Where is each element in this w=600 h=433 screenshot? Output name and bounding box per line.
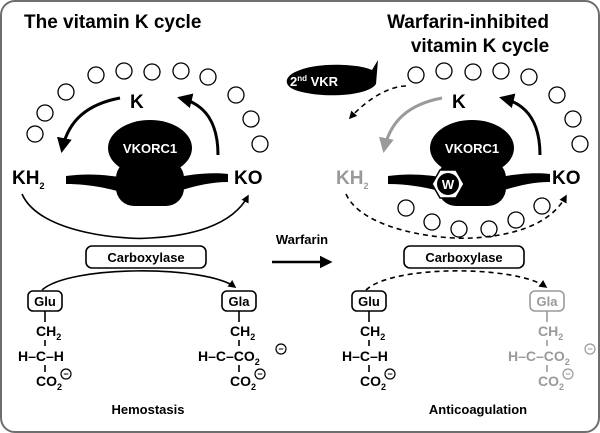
left-outcome-label: Hemostasis [112, 402, 185, 417]
left-glu-ch2: CH2 [36, 323, 61, 342]
vitamin-k-circle [251, 135, 269, 153]
vitamin-k-circle [36, 104, 54, 122]
second-vkr-arrow [348, 85, 407, 120]
vitamin-k-circle [564, 110, 582, 128]
left-ko-to-k-arrow [177, 93, 220, 156]
second-vkr-label: 2nd VKR [290, 74, 339, 89]
left-carboxylase-label: Carboxylase [107, 250, 184, 265]
right-k-label: K [452, 92, 466, 113]
right-k-to-kh2-arrow [379, 96, 443, 153]
vitamin-k-circle [423, 213, 441, 231]
left-vitamin-k-circles [26, 62, 269, 153]
right-outcome-label: Anticoagulation [429, 402, 527, 417]
left-glu-hch: H–C–H [18, 348, 64, 364]
vitamin-k-circle [520, 68, 538, 86]
warfarin-inhibitor-label: W [442, 177, 455, 192]
left-carboxylase-box [85, 245, 207, 269]
right-title-line1: Warfarin-inhibited [387, 12, 549, 33]
vitamin-k-circle [143, 63, 161, 81]
vitamin-k-circle [464, 63, 482, 81]
right-title-line2: vitamin K cycle [411, 36, 549, 57]
center-transition: Warfarin [272, 232, 333, 269]
right-vkorc1-label: VKORC1 [445, 141, 499, 156]
left-title: The vitamin K cycle [24, 12, 201, 33]
right-gla-ch2: CH2 [538, 323, 563, 342]
left-gla-co2: CO2 [230, 373, 256, 392]
vitamin-k-circle [115, 62, 133, 80]
right-glu-to-gla-arrow [365, 270, 548, 291]
left-vkorc1-enzyme [66, 120, 228, 206]
left-panel: The vitamin K cycle K VKORC1 KH2 KO [12, 12, 287, 417]
left-gla-ch2: CH2 [230, 323, 255, 342]
warfarin-inhibitor-circle [437, 173, 459, 195]
right-vkorc1-enzyme [388, 120, 550, 206]
right-gla-hcco2: H–C–CO2 [508, 348, 570, 367]
svg-text:−: − [587, 344, 592, 354]
vitamin-k-circle [571, 135, 589, 153]
svg-text:−: − [257, 369, 262, 379]
left-glu-to-gla-arrow [41, 270, 237, 291]
vitamin-k-circle [397, 199, 415, 217]
right-glu-co2: CO2 [360, 373, 386, 392]
vitamin-k-circle [450, 220, 468, 238]
right-glu-ch2: CH2 [360, 323, 385, 342]
left-glu-co2: CO2 [36, 373, 62, 392]
left-gla-label: Gla [229, 294, 251, 309]
vitamin-k-circle [533, 197, 551, 215]
vitamin-k-circle [548, 86, 566, 104]
right-gla-co2: CO2 [538, 373, 564, 392]
left-k-to-kh2-arrow [57, 96, 121, 153]
right-ko-label: KO [552, 168, 581, 189]
right-kh2-to-ko-arrow [345, 193, 567, 240]
right-kh2-label: KH2 [336, 168, 368, 191]
svg-text:−: − [565, 369, 570, 379]
vitamin-k-circle [57, 83, 75, 101]
warfarin-label: Warfarin [276, 232, 328, 247]
svg-text:−: − [278, 344, 283, 354]
right-carboxylase-label: Carboxylase [425, 250, 502, 265]
left-vkorc1-label: VKORC1 [123, 141, 177, 156]
left-glu-label: Glu [34, 294, 56, 309]
vitamin-k-circle [26, 125, 44, 143]
left-k-label: K [130, 92, 144, 113]
vitamin-k-circle [507, 211, 525, 229]
vitamin-k-circle [492, 62, 510, 80]
vitamin-k-circle [87, 66, 105, 84]
right-panel: Warfarin-inhibited vitamin K cycle 2nd V… [286, 12, 596, 417]
right-glu-label: Glu [358, 294, 380, 309]
left-gla-hcco2: H–C–CO2 [198, 348, 260, 367]
left-ko-label: KO [234, 168, 263, 189]
right-ko-to-k-arrow [499, 93, 542, 156]
right-glu-hch: H–C–H [342, 348, 388, 364]
vitamin-k-circle [172, 62, 190, 80]
left-kh2-label: KH2 [12, 168, 44, 191]
vitamin-k-circle [435, 62, 453, 80]
right-gla-label: Gla [537, 294, 559, 309]
right-carboxylase-box [403, 245, 525, 269]
vitamin-k-circle [407, 66, 425, 84]
svg-text:−: − [63, 369, 68, 379]
vitamin-k-circle [199, 68, 217, 86]
second-vkr-shape [286, 60, 378, 96]
left-kh2-to-ko-arrow [21, 193, 249, 240]
vitamin-k-circle [227, 86, 245, 104]
vitamin-k-circle [480, 220, 498, 238]
svg-text:−: − [387, 369, 392, 379]
vitamin-k-circle [242, 110, 260, 128]
right-vitamin-k-circles [397, 62, 589, 238]
